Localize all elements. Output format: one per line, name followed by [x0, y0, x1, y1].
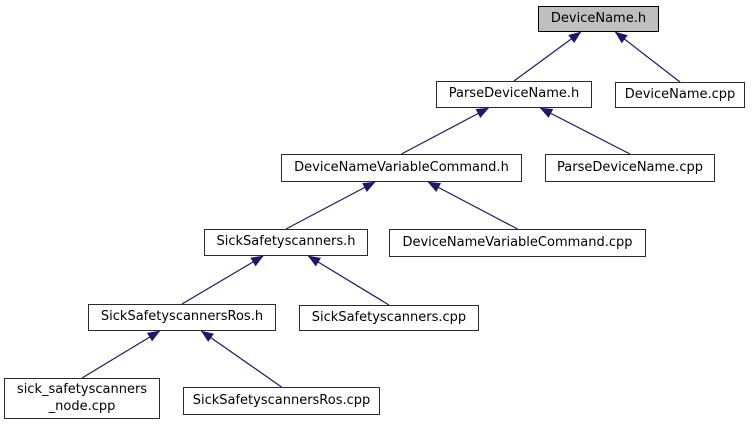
edge-sicksafetyscanners-cpp-to-sicksafetyscanners-h: [307, 255, 390, 306]
node-label: sick_safetyscanners _node.cpp: [16, 381, 148, 414]
node-label: DeviceName.h: [550, 10, 647, 26]
node-parsedevicename-h[interactable]: ParseDeviceName.h: [436, 81, 592, 108]
node-label: DeviceNameVariableCommand.cpp: [402, 234, 633, 250]
node-devicename-cpp[interactable]: DeviceName.cpp: [615, 82, 745, 108]
node-label: SickSafetyscanners.h: [216, 234, 356, 250]
node-label: ParseDeviceName.h: [448, 86, 580, 102]
node-label: DeviceName.cpp: [624, 86, 736, 102]
node-sicksafetyscannersros-h[interactable]: SickSafetyscannersRos.h: [88, 304, 276, 331]
node-label: SickSafetyscannersRos.cpp: [192, 392, 371, 408]
edge-devicenamevariablecommand-cpp-to-devicenamevariablecommand-h: [427, 181, 518, 230]
node-devicenamevariablecommand-h[interactable]: DeviceNameVariableCommand.h: [281, 154, 522, 182]
edge-sicksafetyscanners-h-to-devicenamevariablecommand-h: [285, 181, 376, 230]
node-label: SickSafetyscannersRos.h: [100, 309, 264, 325]
node-devicename-h[interactable]: DeviceName.h: [538, 6, 659, 32]
edge-devicename-cpp-to-devicename-h: [614, 31, 681, 83]
edge-sicksafetyscannersros-cpp-to-sicksafetyscannersros-h: [200, 330, 282, 388]
node-label: SickSafetyscanners.cpp: [311, 309, 467, 325]
node-sicksafetyscannersros-cpp[interactable]: SickSafetyscannersRos.cpp: [183, 387, 380, 415]
node-sicksafetyscanners-cpp[interactable]: SickSafetyscanners.cpp: [299, 305, 479, 331]
edge-devicenamevariablecommand-h-to-parsedevicename-h: [401, 107, 490, 155]
edge-parsedevicename-cpp-to-parsedevicename-h: [539, 107, 631, 155]
node-devicenamevariablecommand-cpp[interactable]: DeviceNameVariableCommand.cpp: [389, 229, 646, 257]
node-sicksafetyscanners-h[interactable]: SickSafetyscanners.h: [204, 229, 368, 256]
node-parsedevicename-cpp[interactable]: ParseDeviceName.cpp: [545, 154, 715, 182]
node-sick-safetyscanners-node-cpp[interactable]: sick_safetyscanners _node.cpp: [4, 378, 160, 419]
node-label: DeviceNameVariableCommand.h: [294, 159, 509, 175]
edge-parsedevicename-h-to-devicename-h: [513, 31, 582, 82]
node-label: ParseDeviceName.cpp: [557, 159, 703, 175]
edge-sick-safetyscanners-node-cpp-to-sicksafetyscannersros-h: [81, 330, 161, 379]
edge-sicksafetyscannersros-h-to-sicksafetyscanners-h: [181, 255, 264, 305]
